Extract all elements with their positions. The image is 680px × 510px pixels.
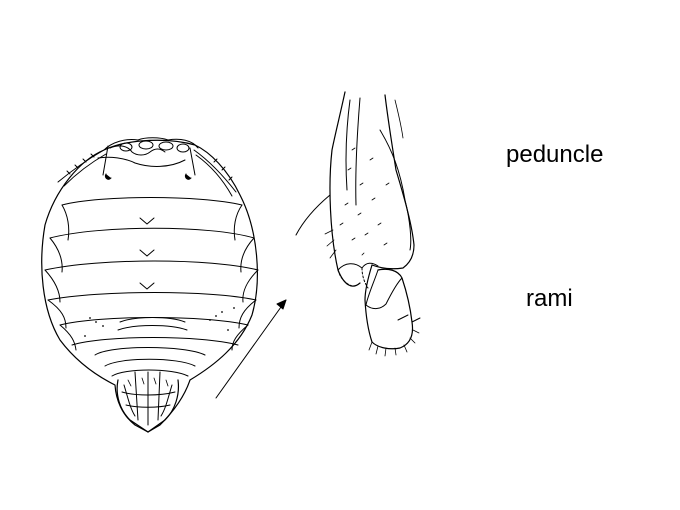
thoracic-segments — [44, 197, 259, 351]
uropod-peduncle — [329, 91, 415, 289]
pointer-arrow — [215, 299, 287, 399]
rami-label: rami — [526, 285, 573, 312]
stippling — [84, 307, 235, 337]
eye-left — [105, 173, 112, 180]
uropod-rami — [364, 264, 421, 357]
isopod-head — [97, 137, 199, 180]
uropod-detail — [295, 91, 421, 357]
peduncle-label: peduncle — [506, 141, 604, 168]
setae — [295, 99, 404, 287]
eye-right — [185, 173, 192, 180]
isopod-body — [41, 137, 259, 433]
antennae — [57, 149, 237, 197]
pleon — [94, 317, 206, 377]
pleotelson — [116, 371, 180, 433]
